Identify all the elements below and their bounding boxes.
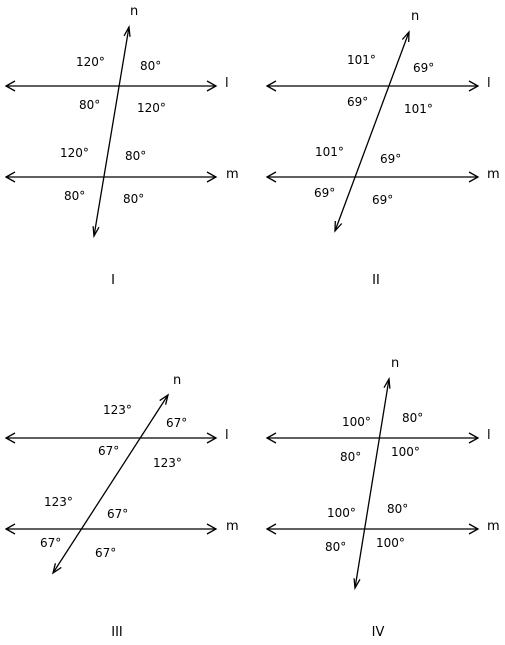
panel-label: I: [111, 273, 115, 288]
angle-label: 123°: [44, 495, 73, 509]
line-m-1: [4, 171, 218, 183]
line-m-4: [265, 523, 480, 535]
line-label-l: l: [225, 76, 229, 91]
angle-label: 80°: [140, 59, 161, 73]
angle-label: 69°: [413, 61, 434, 75]
line-label-n: n: [130, 4, 138, 19]
line-l-2: [265, 80, 480, 92]
transversal-n-2: [334, 30, 410, 233]
panel-4: l m n 100° 80° 80° 100° 100° 80° 80° 100…: [265, 356, 500, 640]
angle-label: 67°: [166, 416, 187, 430]
angle-label: 67°: [95, 546, 116, 560]
angle-label: 80°: [325, 540, 346, 554]
panel-2: l m n 101° 69° 69° 101° 101° 69° 69° 69°…: [265, 9, 500, 288]
line-label-m: m: [487, 519, 500, 534]
angle-label: 69°: [347, 95, 368, 109]
angle-label: 100°: [376, 536, 405, 550]
angle-label: 80°: [402, 411, 423, 425]
angle-label: 80°: [79, 98, 100, 112]
line-label-n: n: [391, 356, 399, 371]
line-label-m: m: [487, 167, 500, 182]
angle-label: 120°: [76, 55, 105, 69]
angle-label: 101°: [347, 53, 376, 67]
angle-label: 101°: [404, 102, 433, 116]
panel-label: IV: [372, 625, 385, 640]
angle-label: 80°: [387, 502, 408, 516]
angle-label: 69°: [314, 186, 335, 200]
angle-label: 101°: [315, 145, 344, 159]
angle-label: 123°: [153, 456, 182, 470]
angle-label: 67°: [40, 536, 61, 550]
panel-3: l m n 123° 67° 67° 123° 123° 67° 67° 67°…: [4, 373, 239, 640]
line-label-l: l: [487, 76, 491, 91]
panel-1: l m n 120° 80° 80° 120° 120° 80° 80° 80°…: [4, 4, 239, 288]
angle-label: 120°: [60, 146, 89, 160]
transversal-n-3: [51, 393, 170, 575]
angle-label: 80°: [123, 192, 144, 206]
angle-label: 69°: [372, 193, 393, 207]
panel-label: II: [372, 273, 380, 288]
line-l-4: [265, 432, 480, 444]
line-l-3: [4, 432, 218, 444]
angle-label: 100°: [327, 506, 356, 520]
transversal-n-4: [353, 376, 391, 591]
line-m-3: [4, 523, 218, 535]
angle-label: 67°: [98, 444, 119, 458]
transversal-n-1: [92, 24, 131, 239]
angle-label: 100°: [342, 415, 371, 429]
line-label-l: l: [487, 428, 491, 443]
line-label-m: m: [226, 167, 239, 182]
angle-label: 67°: [107, 507, 128, 521]
line-label-n: n: [173, 373, 181, 388]
angle-label: 69°: [380, 152, 401, 166]
line-label-l: l: [225, 428, 229, 443]
line-label-m: m: [226, 519, 239, 534]
angle-label: 80°: [340, 450, 361, 464]
angle-label: 80°: [125, 149, 146, 163]
angle-label: 100°: [391, 445, 420, 459]
angle-label: 80°: [64, 189, 85, 203]
line-m-2: [265, 171, 480, 183]
line-l-1: [4, 80, 218, 92]
line-label-n: n: [411, 9, 419, 24]
angle-label: 120°: [137, 101, 166, 115]
angle-label: 123°: [103, 403, 132, 417]
panel-label: III: [111, 625, 123, 640]
